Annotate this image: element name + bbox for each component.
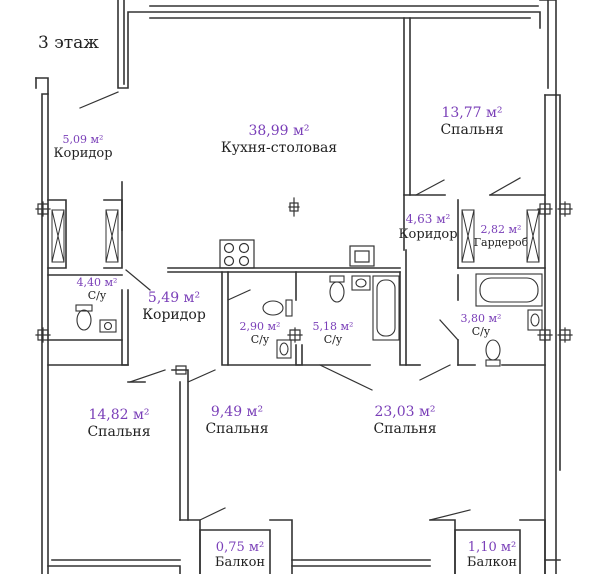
room-label-bath-small: 2,90 м² С/у bbox=[239, 320, 281, 346]
toilet-icon-mid bbox=[329, 275, 345, 303]
room-label-wardrobe: 2,82 м² Гардероб bbox=[473, 223, 529, 249]
room-label-corridor-left: 5,09 м² Коридор bbox=[53, 133, 113, 161]
kitchen-sink-icon bbox=[349, 245, 375, 267]
toilet-icon-right bbox=[485, 339, 501, 367]
washbasin-icon-left bbox=[99, 319, 117, 333]
toilet-icon-small bbox=[262, 299, 293, 317]
washbasin-icon-right bbox=[527, 309, 543, 331]
room-label-balcony-right: 1,10 м² Балкон bbox=[466, 540, 518, 570]
room-label-bath-left: 4,40 м² С/у bbox=[76, 276, 118, 302]
bathtub-icon-mid bbox=[372, 275, 400, 341]
washbasin-icon-small bbox=[276, 339, 292, 359]
structural-columns bbox=[35, 201, 573, 375]
washbasin-icon-mid bbox=[351, 275, 371, 291]
outer-wall-top bbox=[117, 0, 557, 96]
room-label-balcony-left: 0,75 м² Балкон bbox=[214, 540, 266, 570]
room-label-bedroom-bottom-left: 14,82 м² Спальня bbox=[87, 407, 151, 440]
outer-wall-bottom bbox=[47, 519, 561, 574]
room-label-bedroom-bottom-right: 23,03 м² Спальня bbox=[373, 404, 437, 437]
ventilation-shafts bbox=[51, 209, 540, 263]
stove-icon bbox=[219, 239, 255, 269]
door-swings bbox=[79, 91, 521, 521]
room-label-corridor-right: 4,63 м² Коридор bbox=[398, 212, 458, 242]
room-label-kitchen: 38,99 м² Кухня-столовая bbox=[220, 123, 338, 156]
toilet-icon-left bbox=[75, 304, 93, 331]
room-label-bath-middle: 5,18 м² С/у bbox=[312, 320, 354, 346]
interior-walls bbox=[47, 17, 546, 521]
floor-title: 3 этаж bbox=[38, 33, 99, 53]
room-label-bath-right: 3,80 м² С/у bbox=[460, 312, 502, 338]
room-label-bedroom-bottom-middle: 9,49 м² Спальня bbox=[205, 404, 269, 437]
bathtub-icon-right bbox=[475, 273, 543, 307]
room-label-corridor-middle: 5,49 м² Коридор bbox=[142, 290, 206, 323]
outer-wall-left bbox=[35, 77, 49, 574]
room-label-bedroom-top-right: 13,77 м² Спальня bbox=[440, 105, 504, 138]
balcony-outlines bbox=[199, 529, 521, 574]
ceiling-light-icon bbox=[288, 197, 300, 217]
